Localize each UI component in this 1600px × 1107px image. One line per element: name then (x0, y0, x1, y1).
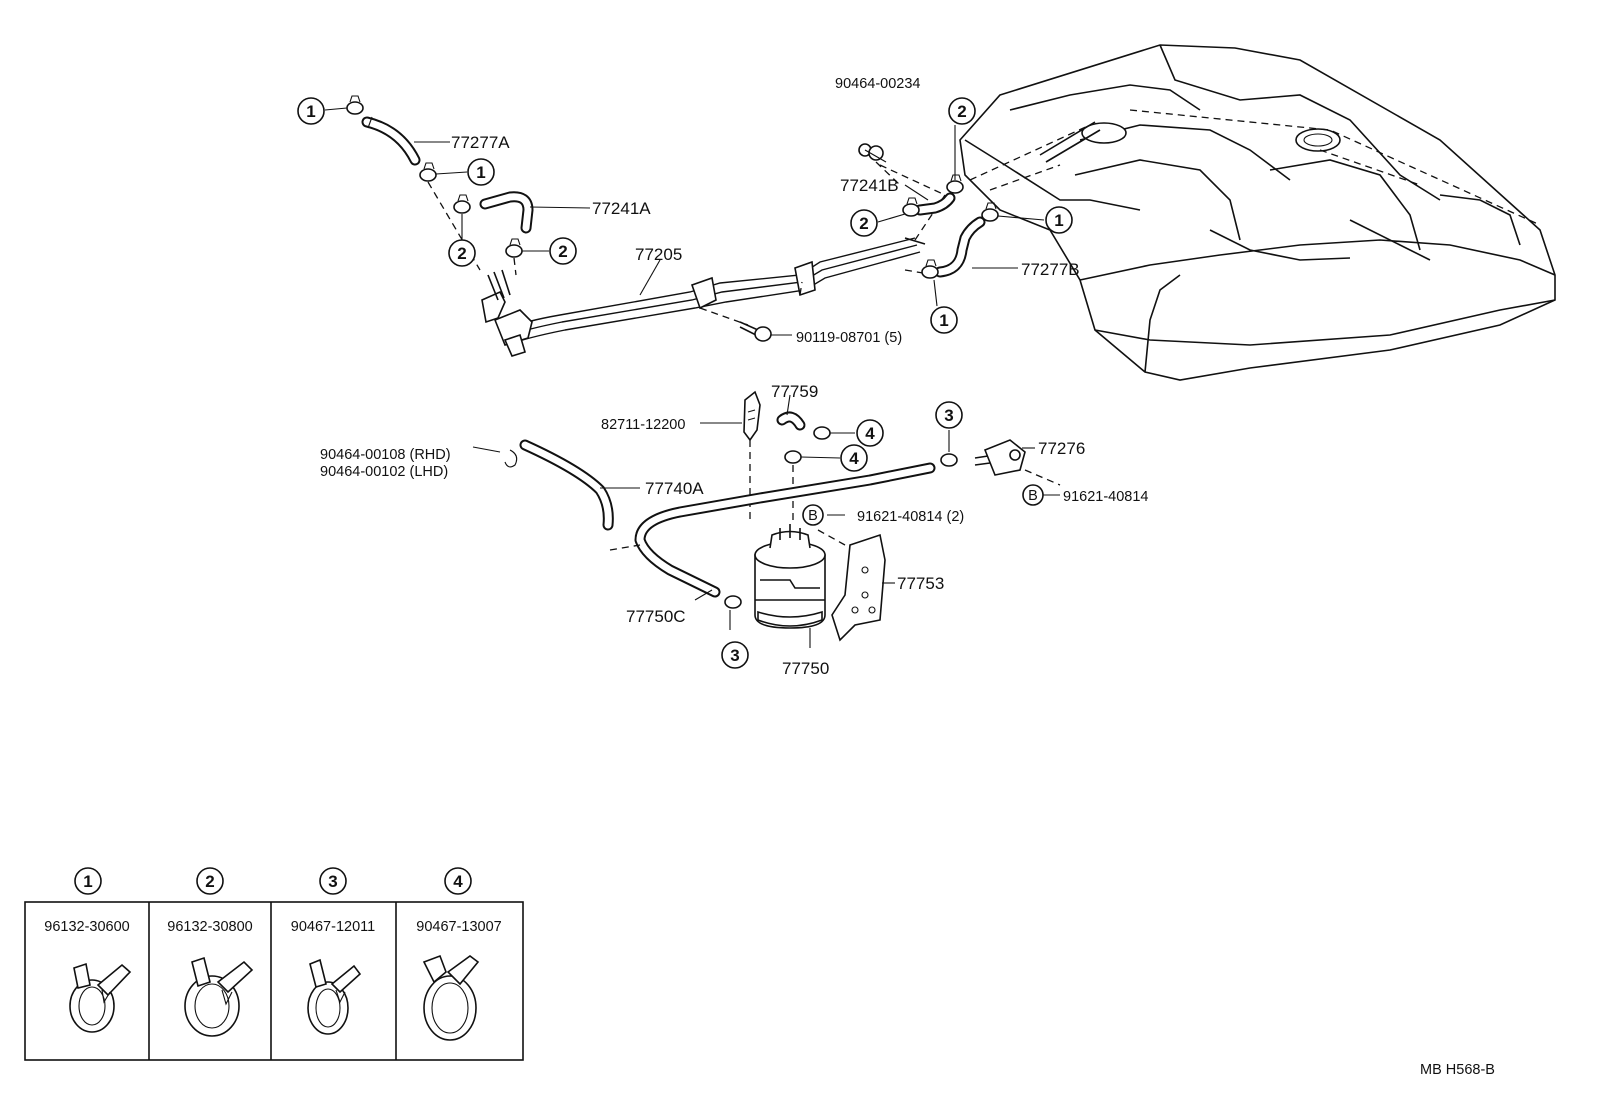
label-77740a: 77740A (645, 479, 704, 498)
label-77241b: 77241B (840, 176, 899, 195)
svg-text:1: 1 (306, 102, 315, 121)
svg-text:4: 4 (453, 872, 463, 891)
clamp-type-1-icon (69, 962, 132, 1033)
label-77241a: 77241A (592, 199, 651, 218)
clip-90464-icon (504, 449, 518, 468)
label-77750: 77750 (782, 659, 829, 678)
bracket-77753-icon (831, 533, 886, 642)
callout-1: 1 (1045, 206, 1073, 234)
clamp-icon (946, 174, 964, 194)
svg-text:1: 1 (939, 311, 948, 330)
svg-text:3: 3 (730, 646, 739, 665)
callout-2: 2 (850, 209, 878, 237)
legend-callout-1: 1 (74, 867, 102, 895)
legend-part-3: 90467-12011 (291, 919, 375, 935)
part-labels: 77277A 77241A 77205 90464-00234 77241B 7… (320, 76, 1148, 678)
hose-77241a (479, 191, 534, 234)
svg-text:1: 1 (83, 872, 92, 891)
label-77277a: 77277A (451, 133, 510, 152)
svg-text:3: 3 (328, 872, 337, 891)
label-90464-00108: 90464-00108 (RHD) (320, 447, 451, 463)
fuel-tank (959, 44, 1556, 381)
label-77276: 77276 (1038, 439, 1085, 458)
callout-1: 1 (467, 158, 495, 186)
svg-text:1: 1 (476, 163, 485, 182)
clamp-icon (813, 426, 831, 440)
label-90464-00234: 90464-00234 (835, 76, 920, 92)
callout-2: 2 (448, 239, 476, 267)
clamp-icon (724, 595, 742, 609)
clamp-type-4-icon (422, 954, 480, 1041)
pipe-assembly-77205 (481, 237, 926, 357)
clamp-icon (902, 197, 920, 217)
callout-4: 4 (840, 444, 868, 472)
svg-text:2: 2 (859, 214, 868, 233)
hose-77759 (776, 411, 806, 431)
legend-part-2: 96132-30800 (167, 919, 252, 935)
hose-77740a (519, 439, 614, 531)
callout-b-1: B (802, 504, 824, 526)
svg-text:2: 2 (558, 242, 567, 261)
svg-text:3: 3 (944, 406, 953, 425)
label-77205: 77205 (635, 245, 682, 264)
svg-text:2: 2 (205, 872, 214, 891)
label-77753: 77753 (897, 574, 944, 593)
legend-callout-4: 4 (444, 867, 472, 895)
hose-77241b (914, 192, 956, 216)
svg-text:2: 2 (457, 244, 466, 263)
callout-3: 3 (935, 401, 963, 429)
svg-text:4: 4 (865, 424, 875, 443)
bolt-icon (739, 321, 772, 342)
svg-text:B: B (1028, 488, 1038, 504)
label-91621-40814: 91621-40814 (1063, 489, 1148, 505)
legend-part-4: 90467-13007 (416, 919, 501, 935)
callout-3: 3 (721, 641, 749, 669)
hose-77277b (934, 216, 986, 278)
svg-text:B: B (808, 508, 818, 524)
callout-1: 1 (930, 306, 958, 334)
clamp-type-2-icon (184, 956, 254, 1037)
clamp-icon (453, 194, 471, 214)
canister-77750-icon (754, 524, 826, 629)
clamp-icon (505, 238, 523, 258)
clamp-icon (940, 453, 958, 467)
label-82711-12200: 82711-12200 (601, 417, 685, 433)
valve-77276-icon (974, 439, 1026, 476)
label-90119-08701: 90119-08701 (5) (796, 330, 902, 346)
leader-lines (324, 107, 1060, 648)
legend-callout-3: 3 (319, 867, 347, 895)
svg-text:2: 2 (957, 102, 966, 121)
callout-2: 2 (549, 237, 577, 265)
callout-2: 2 (948, 97, 976, 125)
label-91621-40814-2: 91621-40814 (2) (857, 509, 964, 525)
label-77750c: 77750C (626, 607, 686, 626)
callout-1: 1 (297, 97, 325, 125)
clip-82711-12200-icon (743, 390, 761, 442)
callout-4: 4 (856, 419, 884, 447)
hose-77750c (634, 462, 936, 598)
clamp-icon (921, 259, 939, 279)
svg-text:1: 1 (1054, 211, 1063, 230)
legend-callout-2: 2 (196, 867, 224, 895)
clamp-legend-table: 1 2 3 4 96132-30600 96132-30800 90467-12… (24, 867, 524, 1061)
clamp-icon (784, 450, 802, 464)
legend-part-1: 96132-30600 (44, 919, 129, 935)
label-77277b: 77277B (1021, 260, 1080, 279)
callout-b-2: B (1022, 484, 1044, 506)
clamp-type-3-icon (307, 958, 362, 1035)
svg-text:4: 4 (849, 449, 859, 468)
clamp-icon (346, 95, 364, 115)
label-90464-00102: 90464-00102 (LHD) (320, 464, 448, 480)
diagram-code: MB H568-B (1420, 1062, 1495, 1078)
clamp-icon (981, 202, 999, 222)
label-77759: 77759 (771, 382, 818, 401)
clamp-icon (419, 162, 437, 182)
hose-77277a (361, 116, 421, 166)
